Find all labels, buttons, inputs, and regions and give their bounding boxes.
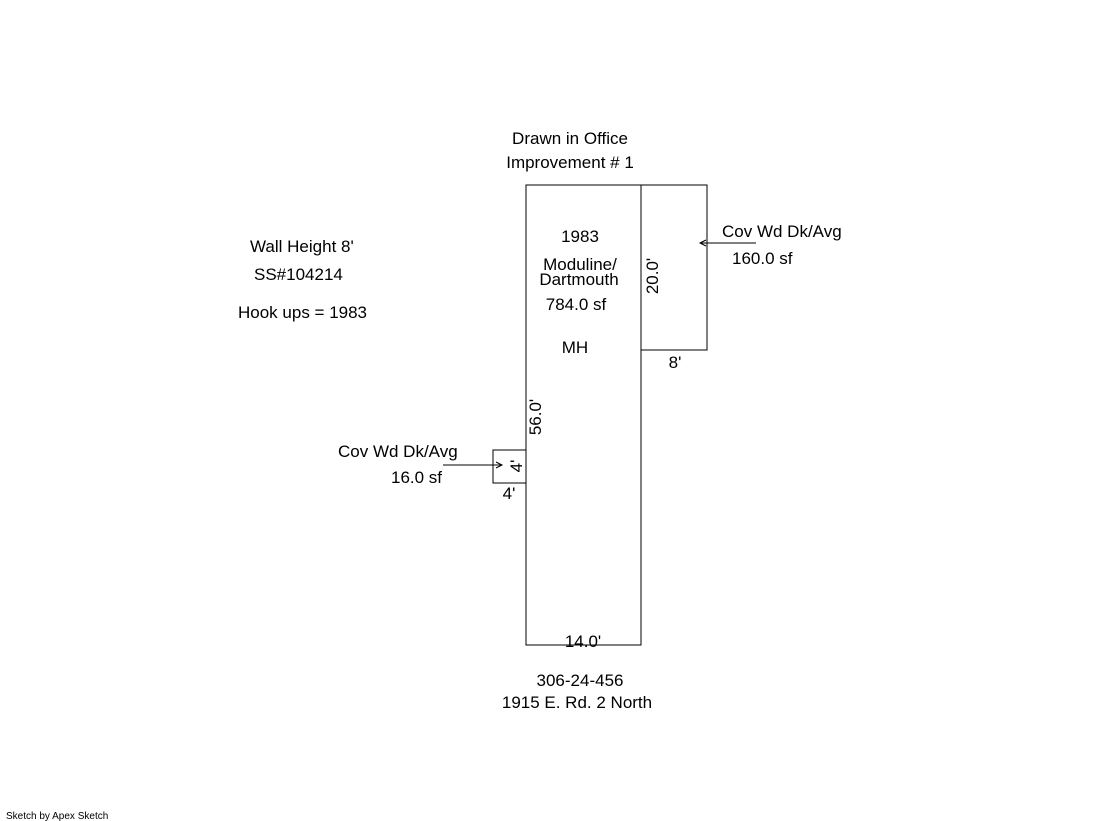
deck-right-height-dimension: 20.0' bbox=[643, 258, 662, 294]
ss-number-note: SS#104214 bbox=[254, 265, 343, 284]
main-structure-make-line2: Dartmouth bbox=[539, 270, 618, 289]
sketch-title: Drawn in Office bbox=[512, 129, 628, 148]
deck-right-width-dimension: 8' bbox=[669, 353, 682, 372]
deck-left-height-dimension: 4' bbox=[507, 460, 526, 473]
main-structure-area: 784.0 sf bbox=[546, 295, 607, 314]
improvement-number: Improvement # 1 bbox=[506, 153, 634, 172]
main-structure-code: MH bbox=[562, 338, 588, 357]
wall-height-note: Wall Height 8' bbox=[250, 237, 354, 256]
main-structure-outline bbox=[525, 184, 642, 646]
sketch-credit: Sketch by Apex Sketch bbox=[6, 811, 108, 821]
main-structure-width-dimension: 14.0' bbox=[565, 632, 601, 651]
deck-left-area: 16.0 sf bbox=[391, 468, 442, 487]
deck-right-area: 160.0 sf bbox=[732, 249, 793, 268]
deck-left-outline bbox=[492, 449, 527, 484]
property-address: 1915 E. Rd. 2 North bbox=[502, 693, 652, 712]
arrow-head-icon bbox=[495, 461, 504, 469]
deck-left-label: Cov Wd Dk/Avg bbox=[338, 442, 458, 461]
hookups-note: Hook ups = 1983 bbox=[238, 303, 367, 322]
main-structure-year: 1983 bbox=[561, 227, 599, 246]
main-structure-height-dimension: 56.0' bbox=[526, 399, 545, 435]
parcel-number: 306-24-456 bbox=[537, 671, 624, 690]
deck-left-width-dimension: 4' bbox=[503, 484, 516, 503]
arrow-head-icon bbox=[698, 239, 707, 247]
main-structure-make-line1: Moduline/ bbox=[543, 255, 617, 274]
deck-right-outline bbox=[640, 184, 708, 351]
deck-right-label: Cov Wd Dk/Avg bbox=[722, 222, 842, 241]
